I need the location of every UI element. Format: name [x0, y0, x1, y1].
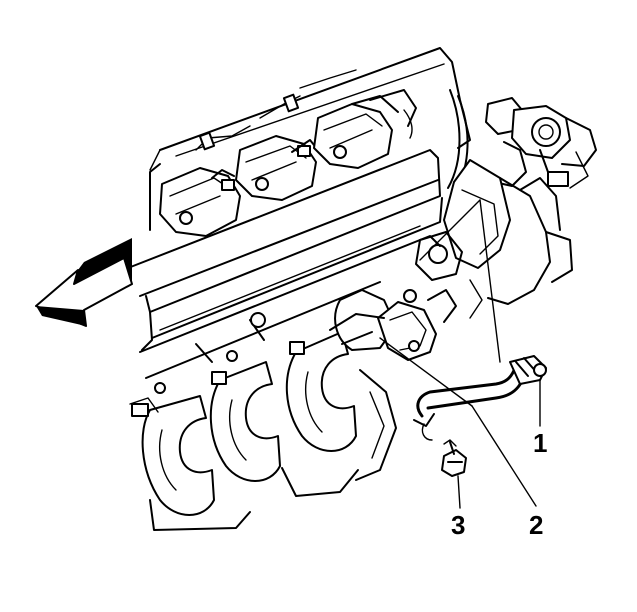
exhaust-flange	[329, 289, 457, 361]
throttle-body	[485, 97, 597, 189]
callout-3: 3	[451, 510, 465, 540]
leader-lines	[379, 199, 541, 509]
valve-cover	[127, 47, 471, 351]
bolt	[441, 439, 467, 477]
sensor-tube	[413, 355, 547, 441]
arrow-left-icon	[35, 238, 133, 327]
callout-1: 1	[533, 428, 547, 458]
exhaust-manifold-right	[415, 159, 573, 319]
wiring-harness	[195, 69, 469, 193]
ignition-coil-1	[159, 167, 241, 237]
ignition-coil-2	[235, 135, 319, 201]
callout-2: 2	[529, 510, 543, 540]
ignition-coil-3	[313, 89, 417, 169]
exhaust-manifold	[129, 235, 441, 531]
